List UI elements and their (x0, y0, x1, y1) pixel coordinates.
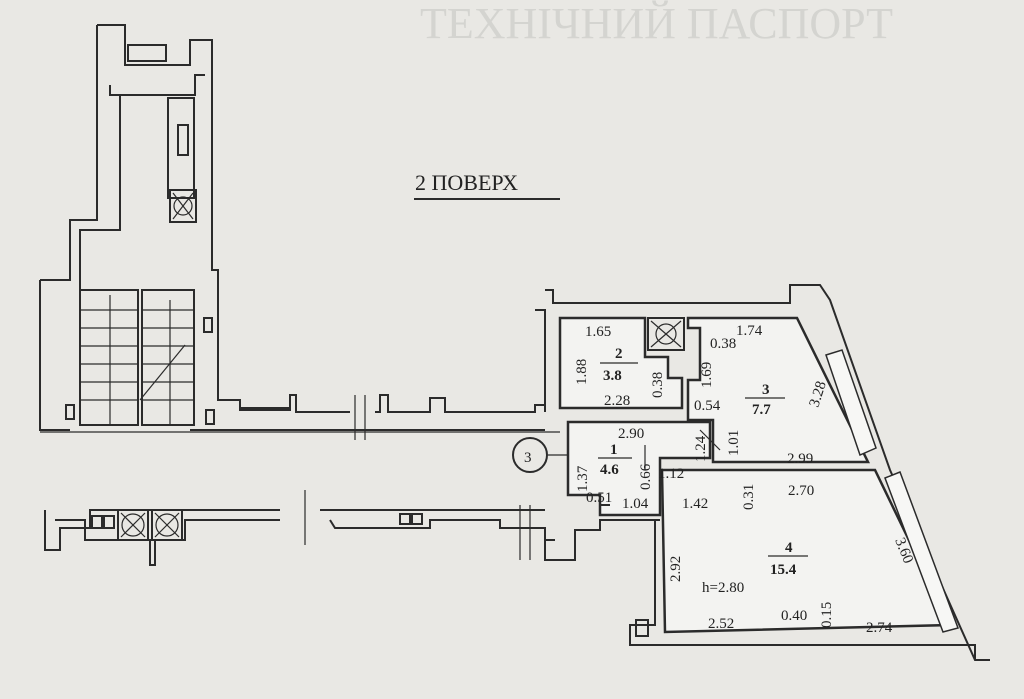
svg-text:2.70: 2.70 (788, 483, 814, 499)
svg-text:1.24: 1.24 (693, 435, 709, 462)
vent-shaft-c (151, 509, 183, 541)
faded-header: ТЕХНІЧНИЙ ПАСПОРТ (420, 0, 893, 48)
room-3-number: 3 (762, 382, 770, 398)
svg-text:1.74: 1.74 (736, 323, 763, 339)
svg-text:2.99: 2.99 (787, 451, 813, 467)
svg-text:1.69: 1.69 (699, 362, 715, 388)
svg-text:1.65: 1.65 (585, 324, 611, 340)
svg-text:1.88: 1.88 (574, 359, 590, 385)
vent-shaft-a (169, 189, 197, 223)
vent-shaft-d (647, 317, 685, 351)
svg-text:2.90: 2.90 (618, 426, 644, 442)
svg-text:2.52: 2.52 (708, 616, 734, 632)
svg-text:0.31: 0.31 (741, 484, 757, 510)
room-4-number: 4 (785, 540, 793, 556)
svg-text:0.40: 0.40 (781, 608, 807, 624)
svg-text:1.12: 1.12 (658, 466, 684, 482)
room-4-area: 15.4 (770, 562, 797, 578)
height-note: h=2.80 (702, 580, 744, 596)
room-1 (566, 420, 712, 517)
svg-text:1.01: 1.01 (726, 430, 742, 456)
svg-text:2.74: 2.74 (866, 620, 893, 636)
room-3-area: 7.7 (752, 402, 771, 418)
svg-text:0.15: 0.15 (819, 602, 835, 628)
svg-text:2.28: 2.28 (604, 393, 630, 409)
stair-flight-right (141, 289, 195, 426)
stairwell-tower (39, 24, 290, 431)
room-2-number: 2 (615, 346, 623, 362)
stair-flight-left (79, 289, 139, 426)
window-room-3 (825, 349, 877, 457)
svg-text:2.92: 2.92 (668, 556, 684, 582)
svg-text:0.54: 0.54 (694, 398, 721, 414)
svg-text:1.04: 1.04 (622, 496, 649, 512)
svg-text:3: 3 (524, 450, 532, 466)
dimension-labels: 1.65 1.88 0.38 2.28 1.74 0.38 1.69 0.54 … (574, 323, 916, 636)
svg-text:0.38: 0.38 (650, 372, 666, 398)
plan-title: 2 ПОВЕРХ (415, 170, 518, 195)
vent-shaft-b (117, 509, 149, 541)
room-labels: 2 3.8 3 7.7 1 4.6 4 15.4 h=2.80 (598, 346, 808, 596)
corridor-wall-upper (40, 394, 560, 440)
svg-text:0.66: 0.66 (638, 463, 654, 490)
svg-text:1.37: 1.37 (575, 465, 591, 492)
svg-text:0.38: 0.38 (710, 336, 736, 352)
room-1-area: 4.6 (600, 462, 619, 478)
window-room-4 (884, 471, 959, 633)
room-3 (686, 316, 871, 464)
svg-text:0.51: 0.51 (586, 490, 612, 506)
room-2-area: 3.8 (603, 368, 622, 384)
stair-marker: 3 (512, 437, 568, 473)
room-1-number: 1 (610, 442, 618, 458)
svg-text:3.28: 3.28 (807, 379, 830, 409)
corridor-wall-lower (44, 490, 660, 566)
svg-text:1.42: 1.42 (682, 496, 708, 512)
